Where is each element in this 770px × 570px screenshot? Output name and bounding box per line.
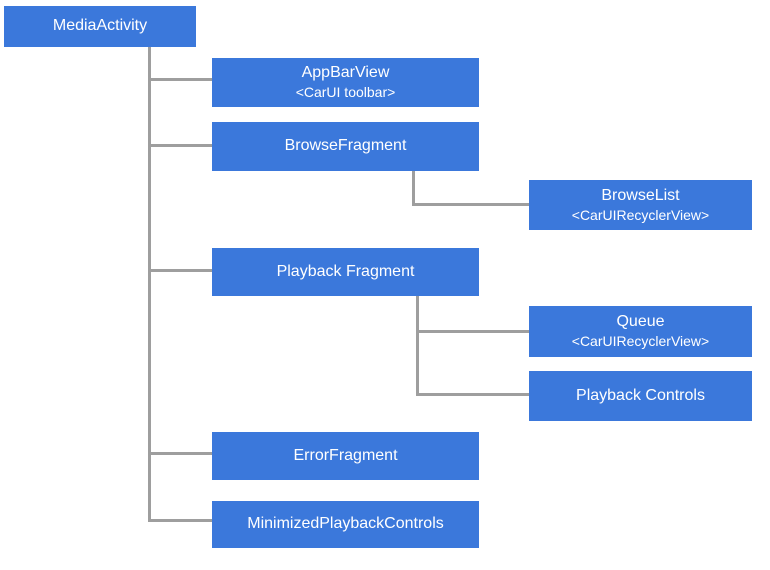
node-label: ErrorFragment xyxy=(293,446,398,464)
node-playback-controls: Playback Controls xyxy=(529,371,752,421)
node-browse-list: BrowseList <CarUIRecyclerView> xyxy=(529,180,752,230)
node-label: Queue xyxy=(616,313,665,331)
node-browse-fragment: BrowseFragment xyxy=(212,122,479,171)
node-sublabel: <CarUI toolbar> xyxy=(295,84,396,101)
connector-trunk xyxy=(148,47,151,522)
connector-branch-minimizedplayback xyxy=(148,519,212,522)
node-media-activity: MediaActivity xyxy=(4,6,196,47)
connector-queue-arm xyxy=(416,330,529,333)
node-label: BrowseList xyxy=(601,186,680,204)
connector-branch-browsefragment xyxy=(148,144,212,147)
node-sublabel: <CarUIRecyclerView> xyxy=(571,333,710,350)
node-label: Playback Controls xyxy=(576,386,705,404)
connector-browselist-arm xyxy=(412,203,529,206)
connector-branch-playbackfragment xyxy=(148,269,212,272)
node-label: AppBarView xyxy=(301,64,390,82)
node-app-bar-view: AppBarView <CarUI toolbar> xyxy=(212,58,479,107)
connector-playbackcontrols-arm xyxy=(416,393,529,396)
node-queue: Queue <CarUIRecyclerView> xyxy=(529,306,752,357)
connector-branch-appbarview xyxy=(148,78,212,81)
node-label: BrowseFragment xyxy=(284,137,407,155)
connector-branch-errorfragment xyxy=(148,452,212,455)
node-playback-fragment: Playback Fragment xyxy=(212,248,479,296)
node-minimized-playback-controls: MinimizedPlaybackControls xyxy=(212,501,479,548)
connector-playbackfragment-drop xyxy=(416,296,419,396)
node-sublabel: <CarUIRecyclerView> xyxy=(571,206,710,223)
node-label: MinimizedPlaybackControls xyxy=(247,515,444,533)
node-error-fragment: ErrorFragment xyxy=(212,432,479,480)
node-label: MediaActivity xyxy=(52,17,148,35)
connector-browsefragment-drop xyxy=(412,171,415,206)
node-label: Playback Fragment xyxy=(276,262,415,280)
